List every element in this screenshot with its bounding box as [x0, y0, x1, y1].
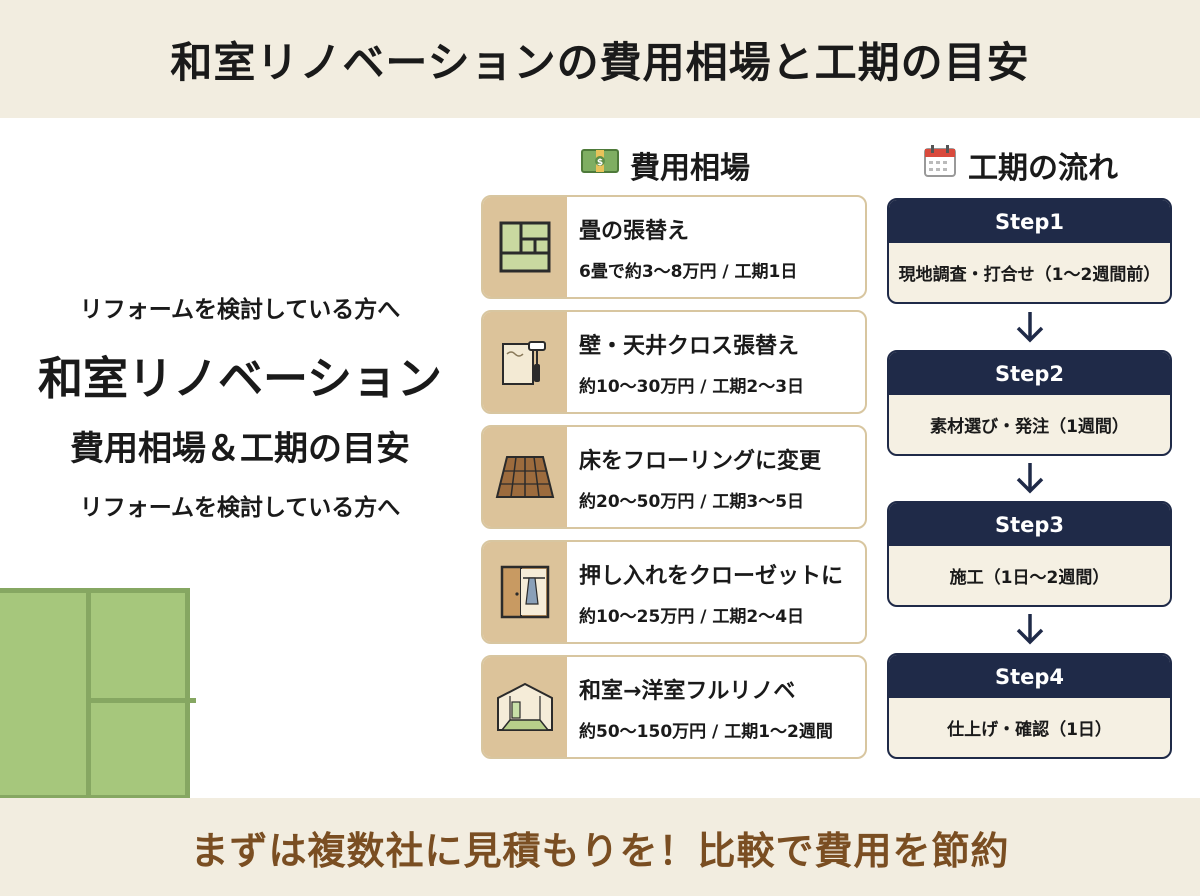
footer-band: まずは複数社に見積もりを！比較で費用を節約 [0, 798, 1200, 896]
cost-item-detail: 約10〜25万円 / 工期2〜4日 [579, 607, 805, 627]
cost-item-name: 床をフローリングに変更 [579, 449, 822, 474]
closet-icon [483, 542, 567, 642]
tatami-icon [483, 197, 567, 297]
room-icon [483, 657, 567, 757]
intro-block: リフォームを検討している方へ 和室リノベーション 費用相場＆工期の目安 リフォー… [0, 290, 480, 522]
calendar-icon [922, 143, 958, 187]
cost-card-closet: 押し入れをクローゼットに 約10〜25万円 / 工期2〜4日 [481, 540, 867, 644]
step-1: Step1 現地調査・打合せ（1〜2週間前） [887, 198, 1172, 304]
step-text: 施工（1日〜2週間） [949, 568, 1110, 588]
flooring-icon [483, 427, 567, 527]
tatami-decoration [0, 588, 196, 800]
footer-message: まずは複数社に見積もりを！比較で費用を節約 [190, 828, 1010, 873]
step-text: 仕上げ・確認（1日） [947, 720, 1112, 740]
step-text: 素材選び・発注（1週間） [930, 417, 1129, 437]
cost-card-wallpaper: 壁・天井クロス張替え 約10〜30万円 / 工期2〜3日 [481, 310, 867, 414]
intro-subtitle-top: リフォームを検討している方へ [79, 297, 401, 323]
cost-section-label: 費用相場 [630, 151, 750, 186]
cost-card-tatami: 畳の張替え 6畳で約3〜8万円 / 工期1日 [481, 195, 867, 299]
wallpaper-roller-icon [483, 312, 567, 412]
cost-item-detail: 約10〜30万円 / 工期2〜3日 [579, 377, 805, 397]
arrow-down-icon [1016, 614, 1044, 645]
step-label: Step1 [889, 200, 1170, 243]
intro-subtitle-bottom: リフォームを検討している方へ [79, 495, 401, 521]
header-band: 和室リノベーションの費用相場と工期の目安 [0, 0, 1200, 118]
arrow-down-icon [1016, 312, 1044, 343]
cost-item-name: 押し入れをクローゼットに [579, 564, 844, 589]
cost-item-detail: 約20〜50万円 / 工期3〜5日 [579, 492, 805, 512]
step-label: Step3 [889, 503, 1170, 546]
cost-section-title: $ 費用相場 [580, 143, 750, 187]
money-icon: $ [580, 145, 620, 185]
intro-title: 和室リノベーション [37, 352, 443, 405]
svg-text:$: $ [597, 158, 603, 168]
step-3: Step3 施工（1日〜2週間） [887, 501, 1172, 607]
step-text: 現地調査・打合せ（1〜2週間前） [898, 265, 1161, 285]
page-title: 和室リノベーションの費用相場と工期の目安 [170, 37, 1030, 87]
step-label: Step2 [889, 352, 1170, 395]
step-label: Step4 [889, 655, 1170, 698]
cost-card-flooring: 床をフローリングに変更 約20〜50万円 / 工期3〜5日 [481, 425, 867, 529]
cost-card-full-reno: 和室→洋室フルリノベ 約50〜150万円 / 工期1〜2週間 [481, 655, 867, 759]
step-2: Step2 素材選び・発注（1週間） [887, 350, 1172, 456]
cost-item-name: 畳の張替え [579, 219, 690, 244]
intro-subtitle-mid: 費用相場＆工期の目安 [70, 429, 410, 469]
step-4: Step4 仕上げ・確認（1日） [887, 653, 1172, 759]
cost-item-name: 和室→洋室フルリノベ [579, 679, 796, 704]
schedule-section-label: 工期の流れ [968, 151, 1118, 186]
cost-item-name: 壁・天井クロス張替え [579, 334, 800, 359]
schedule-section-title: 工期の流れ [922, 143, 1118, 187]
cost-item-detail: 約50〜150万円 / 工期1〜2週間 [579, 722, 833, 742]
cost-item-detail: 6畳で約3〜8万円 / 工期1日 [579, 262, 798, 282]
arrow-down-icon [1016, 463, 1044, 494]
